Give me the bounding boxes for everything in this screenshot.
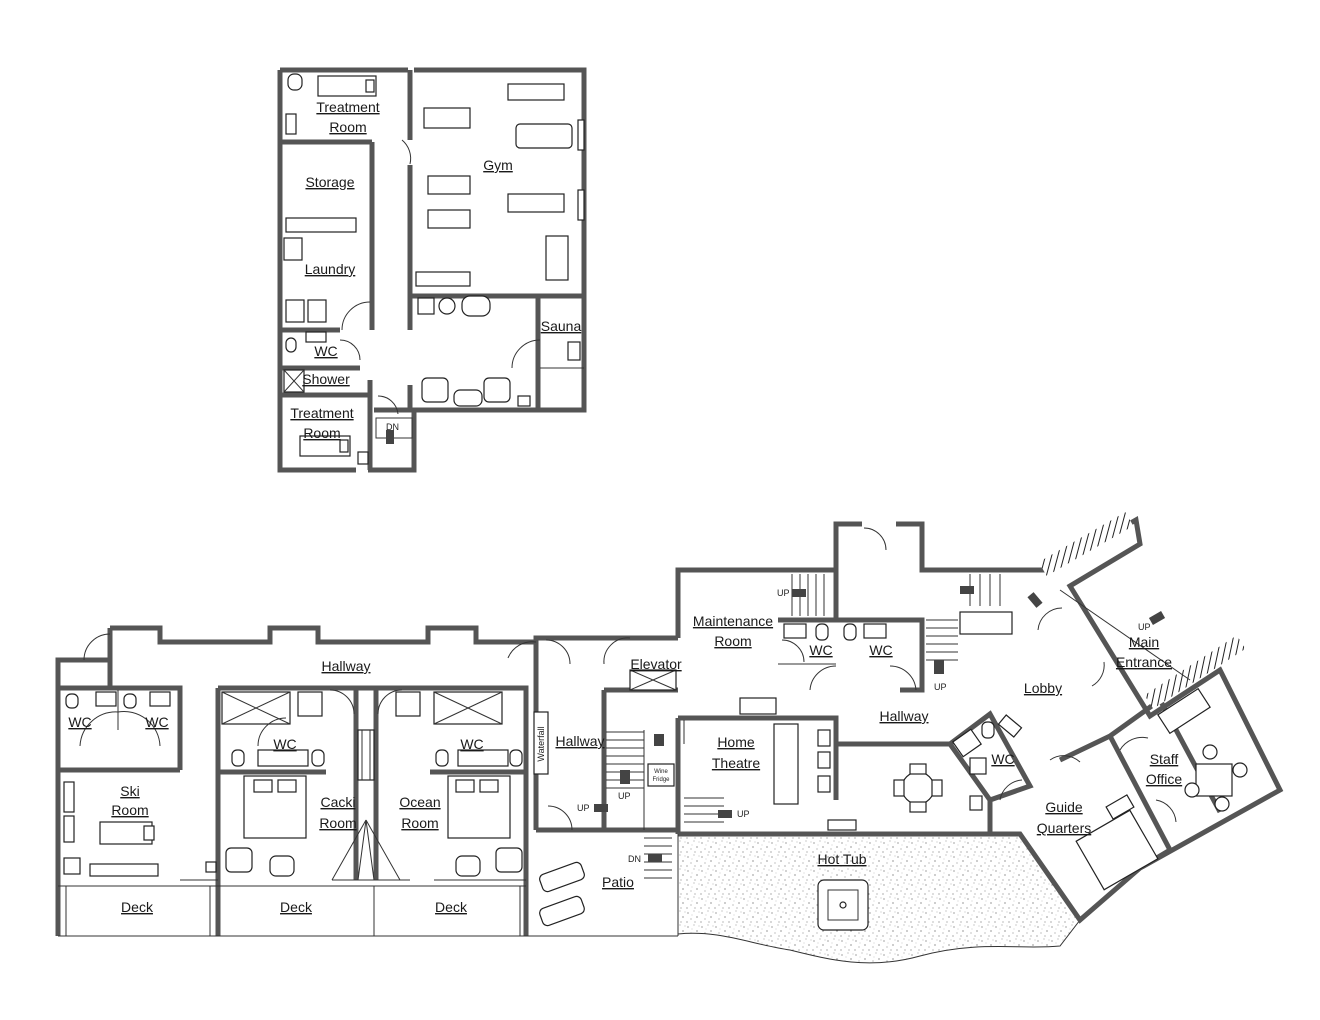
room-label-wc-suite-1: WC xyxy=(273,736,296,752)
wine-fridge xyxy=(647,763,675,787)
room-label-guide: Guide xyxy=(1045,799,1083,815)
hot-tub-deck xyxy=(677,833,1081,964)
stair-marker-dn: DN xyxy=(628,854,641,864)
stair-marker-up-1: UP xyxy=(577,803,590,813)
upper-floor: Treatment Room Gym Storage Laundry WC Sh… xyxy=(277,67,587,473)
room-label-waterfall: Waterfall xyxy=(536,726,546,761)
closet-between-suites xyxy=(331,729,410,881)
room-label-elevator: Elevator xyxy=(630,656,682,672)
cacki-suite-fixtures xyxy=(221,689,355,877)
room-label-treatment-bottom: Treatment xyxy=(290,405,353,421)
room-label-wc-maint-1: WC xyxy=(809,642,832,658)
room-label-wc-maint-2: WC xyxy=(869,642,892,658)
maintenance-fixtures xyxy=(739,527,887,715)
room-label-deck-1: Deck xyxy=(121,899,154,915)
room-label-hallway-top: Hallway xyxy=(321,658,370,674)
staff-office-furniture xyxy=(1155,687,1248,823)
room-label-treatment-bottom-2: Room xyxy=(303,425,340,441)
hot-tub xyxy=(817,879,869,931)
room-label-maintenance: Maintenance xyxy=(693,613,773,629)
room-label-cacki-2: Room xyxy=(319,815,356,831)
room-label-sauna: Sauna xyxy=(541,318,582,334)
dining-table xyxy=(827,763,983,831)
dryer xyxy=(307,299,327,323)
room-label-guide-2: Quarters xyxy=(1037,820,1091,836)
stairs-main xyxy=(594,574,1166,879)
room-label-hot-tub: Hot Tub xyxy=(817,851,866,867)
ocean-suite-fixtures xyxy=(377,689,549,881)
lobby-furniture xyxy=(959,607,1149,801)
stair-marker-up-3: UP xyxy=(737,809,750,819)
ski-room-furniture xyxy=(63,781,218,881)
room-label-wc-upper: WC xyxy=(314,343,337,359)
sofa-upper xyxy=(421,377,449,403)
lobby-wc-fixtures xyxy=(951,721,995,775)
stair-marker-up-5: UP xyxy=(934,682,947,692)
room-label-home-theatre: Home xyxy=(717,734,755,750)
label-wine-fridge: Wine xyxy=(654,769,668,775)
washer xyxy=(285,299,305,323)
room-label-hallway-right: Hallway xyxy=(879,708,928,724)
treatment-table-top xyxy=(317,75,377,97)
room-label-wc-left-1: WC xyxy=(68,714,91,730)
room-label-wc-left-2: WC xyxy=(145,714,168,730)
room-label-deck-2: Deck xyxy=(280,899,313,915)
room-label-deck-3: Deck xyxy=(435,899,468,915)
room-label-ocean-2: Room xyxy=(401,815,438,831)
sauna-heater xyxy=(567,341,581,361)
room-label-wc-suite-2: WC xyxy=(460,736,483,752)
home-theatre-furniture xyxy=(683,720,831,805)
waterfall-feature xyxy=(533,711,549,775)
upper-outer-wall xyxy=(277,67,587,473)
guide-quarters-furniture xyxy=(1075,794,1159,891)
upper-inner-walls xyxy=(280,70,584,470)
room-label-laundry: Laundry xyxy=(305,261,356,277)
stair-marker-dn-upper: DN xyxy=(386,422,399,432)
room-label-ocean: Ocean xyxy=(399,794,440,810)
stair-marker-up-2: UP xyxy=(618,791,631,801)
storage-shelf xyxy=(285,217,357,233)
room-label-ski: Ski xyxy=(120,783,139,799)
room-label-lobby: Lobby xyxy=(1024,680,1062,696)
stair-marker-up-4: UP xyxy=(777,588,790,598)
room-label-wc-lobby: WC xyxy=(991,751,1014,767)
room-label-main-entrance: Main xyxy=(1129,634,1159,650)
room-label-hallway-mid: Hallway xyxy=(555,733,604,749)
toilet-top xyxy=(287,73,303,91)
room-label-maintenance-2: Room xyxy=(714,633,751,649)
entrance-hatch-1 xyxy=(1038,512,1134,576)
room-label-cacki: Cacki xyxy=(320,794,355,810)
room-label-main-entrance-2: Entrance xyxy=(1116,654,1172,670)
gym-equipment xyxy=(415,83,585,407)
room-label-storage: Storage xyxy=(305,174,354,190)
room-label-staff: Staff xyxy=(1150,751,1179,767)
treatment-table-bottom xyxy=(299,435,351,457)
room-label-staff-2: Office xyxy=(1146,771,1183,787)
wc-sink-upper xyxy=(305,331,327,343)
ski-wc-fixtures xyxy=(65,690,171,747)
label-wine-fridge-2: Fridge xyxy=(652,777,670,783)
patio-loungers xyxy=(539,861,585,927)
entrance-hatch-2 xyxy=(1144,635,1246,709)
room-label-gym: Gym xyxy=(483,157,513,173)
main-floor: Hallway WC WC Ski Room WC Cacki Room Oce… xyxy=(55,512,1284,964)
room-label-treatment-top-2: Room xyxy=(329,119,366,135)
room-label-ski-2: Room xyxy=(111,802,148,818)
room-label-home-theatre-2: Theatre xyxy=(712,755,760,771)
stair-marker-up-6: UP xyxy=(1138,622,1151,632)
room-label-shower: Shower xyxy=(302,371,350,387)
room-label-treatment-top: Treatment xyxy=(316,99,379,115)
room-label-patio: Patio xyxy=(602,874,634,890)
